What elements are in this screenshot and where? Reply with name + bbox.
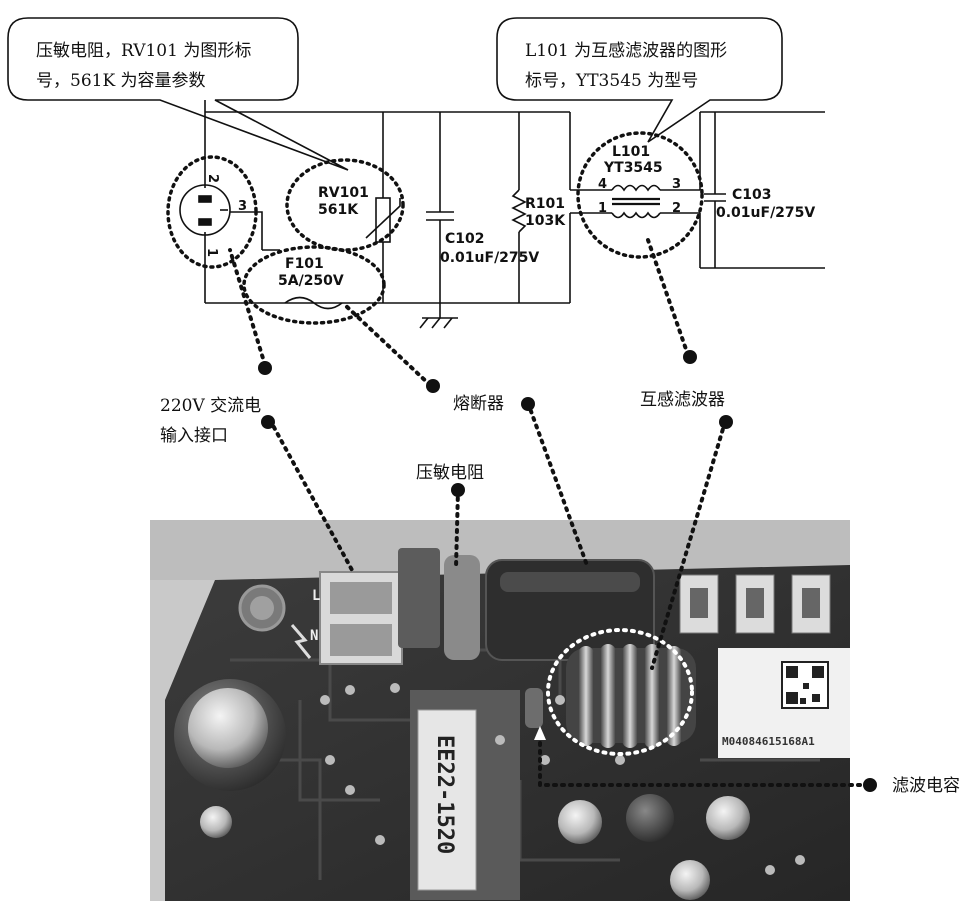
dot-filter-cap — [863, 778, 877, 792]
r101-symbol — [511, 189, 527, 233]
callout-varistor-line1: 压敏电阻，RV101 为图形标 — [36, 41, 251, 61]
label-fuse: 熔断器 — [453, 394, 504, 414]
leader-ac-photo — [268, 418, 354, 572]
label-ac-input-line1: 220V 交流电 — [160, 396, 261, 416]
filter-capacitor-2 — [626, 794, 674, 842]
label-mutual-filter: 互感滤波器 — [640, 390, 725, 410]
transformer-label-plate — [417, 709, 477, 891]
mounting-hole-center — [250, 596, 274, 620]
filter-capacitor-3 — [706, 796, 750, 840]
filter-housing-top — [500, 572, 640, 592]
filter-coil — [566, 644, 696, 748]
callout-filter: L101 为互感滤波器的图形 标号，YT3545 为型号 — [496, 17, 783, 143]
l101-pin1-label: 1 — [598, 201, 607, 216]
terminal-screw-l — [330, 582, 392, 614]
dot-fuse-2 — [521, 397, 535, 411]
wire-conn-pin3 — [230, 211, 263, 250]
leader-filter-photo — [650, 420, 727, 670]
highlight-varistor — [285, 158, 405, 252]
leader-lines — [228, 238, 870, 787]
callout-varistor: 压敏电阻，RV101 为图形标 号，561K 为容量参数 — [7, 17, 349, 171]
ac-connector-symbol — [179, 184, 231, 236]
photo-leader-arrows — [534, 726, 546, 740]
highlight-filter — [576, 131, 704, 259]
pcb-photo: L N M04084615168A1 — [150, 520, 850, 901]
transformer-label: EE22-1520 — [432, 735, 457, 854]
l101-pin2-label: 2 — [672, 201, 681, 216]
ac-connector-pin-bottom — [198, 218, 212, 226]
ground-hatch-2 — [431, 317, 441, 329]
dot-filter-2 — [719, 415, 733, 429]
qr-code-icon — [781, 661, 829, 709]
label-filter-capacitor: 滤波电容 — [892, 776, 960, 796]
callout-filter-line1: L101 为互感滤波器的图形 — [525, 41, 727, 61]
photo-highlights — [546, 628, 694, 756]
output-connectors — [679, 574, 831, 634]
terminal-l-label: L — [312, 588, 320, 604]
c102-value: 0.01uF/275V — [440, 250, 539, 266]
fuse-symbol — [284, 296, 343, 310]
arrow-filter-cap — [534, 726, 546, 740]
leader-dots — [258, 350, 877, 792]
label-ac-input-line2: 输入接口 — [160, 426, 228, 446]
photo-highlight-filter — [546, 628, 694, 756]
c103-value: 0.01uF/275V — [716, 205, 815, 221]
leader-fuse-photo — [526, 401, 590, 570]
y-capacitor — [525, 688, 543, 728]
schematic — [179, 100, 825, 329]
component-labels: 220V 交流电 输入接口 熔断器 互感滤波器 压敏电阻 滤波电容 — [160, 390, 960, 796]
ground-hatch-1 — [419, 317, 429, 329]
rv101-arrow — [365, 198, 401, 239]
leader-varistor-photo — [454, 488, 460, 570]
schematic-highlights — [166, 131, 704, 325]
l101-coil-bottom — [611, 211, 661, 219]
callout-filter-line2: 标号，YT3545 为型号 — [525, 71, 698, 91]
highlight-ac-connector — [166, 155, 258, 269]
fuse-body — [444, 555, 480, 660]
conn-pin2-label: 2 — [205, 174, 220, 183]
small-capacitor-1 — [200, 806, 232, 838]
conn-pin1-label: 1 — [204, 248, 219, 257]
rv101-value: 561K — [318, 202, 359, 218]
highlight-fuse — [242, 245, 386, 325]
dot-filter-1 — [683, 350, 697, 364]
solder-pads — [320, 683, 805, 875]
leader-filter-schematic — [646, 238, 690, 357]
dot-varistor — [451, 483, 465, 497]
schematic-labels: RV101 561K F101 5A/250V C102 0.01uF/275V… — [204, 144, 815, 289]
c103-ref: C103 — [732, 187, 772, 203]
leader-fuse-schematic — [343, 303, 432, 387]
conn-pin3-label: 3 — [238, 199, 247, 214]
r101-ref: R101 — [525, 196, 565, 212]
varistor-body — [398, 548, 440, 648]
callout-varistor-line2: 号，561K 为容量参数 — [36, 71, 206, 91]
hazard-bolt-icon — [290, 624, 312, 659]
leader-ac-schematic — [228, 248, 267, 367]
f101-value: 5A/250V — [278, 273, 344, 289]
rv101-ref: RV101 — [318, 185, 369, 201]
terminal-n-label: N — [310, 628, 318, 644]
dot-fuse-1 — [426, 379, 440, 393]
l101-coil-top — [611, 184, 661, 192]
l101-pin3-label: 3 — [672, 177, 681, 192]
f101-ref: F101 — [285, 256, 324, 272]
c102-ref: C102 — [445, 231, 485, 247]
bulk-capacitor-top — [188, 688, 268, 768]
l101-value: YT3545 — [603, 160, 663, 176]
filter-capacitor-1 — [558, 800, 602, 844]
filter-capacitor-4 — [670, 860, 710, 900]
dot-ac-2 — [261, 415, 275, 429]
terminal-screw-n — [330, 624, 392, 656]
l101-pin4-label: 4 — [598, 177, 607, 192]
sticker-serial: M04084615168A1 — [722, 735, 815, 748]
dot-ac-1 — [258, 361, 272, 375]
label-varistor: 压敏电阻 — [416, 463, 484, 483]
ground-hatch-3 — [443, 317, 453, 329]
l101-ref: L101 — [612, 144, 650, 160]
ac-connector-pin-top — [198, 195, 212, 203]
r101-value: 103K — [525, 213, 566, 229]
